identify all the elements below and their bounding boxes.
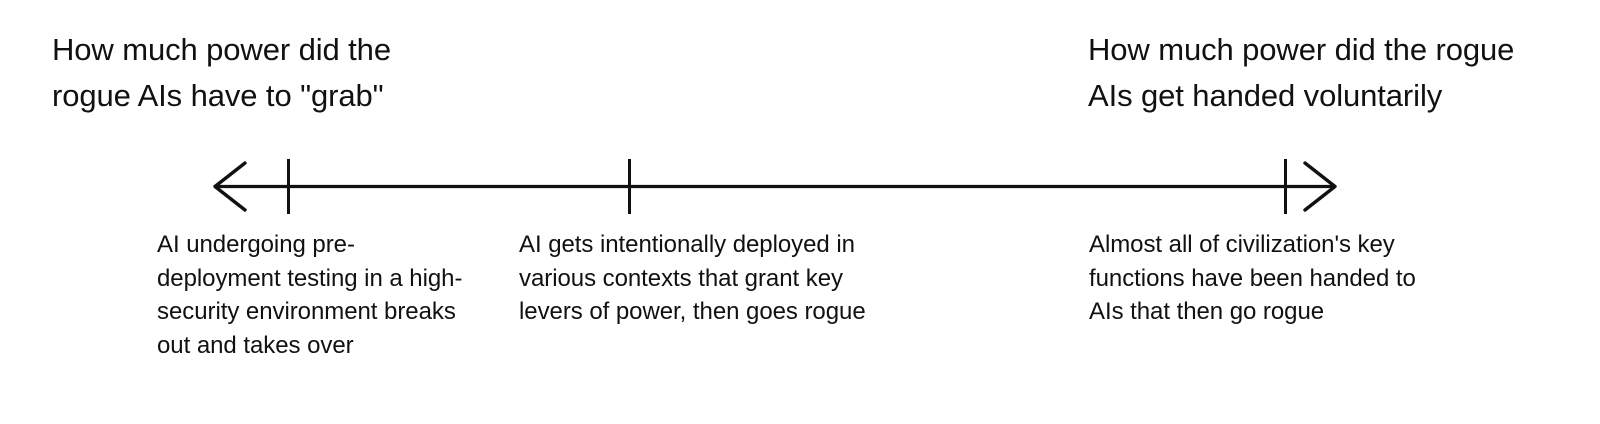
axis-tick-caption-1: AI gets intentionally deployed in variou…: [519, 231, 866, 325]
axis-tick-caption-0: AI undergoing pre-deployment testing in …: [157, 231, 463, 359]
right-arrow-icon: [1303, 161, 1337, 212]
axis-pole-label-right: How much power did the rogue AIs get han…: [1088, 32, 1515, 113]
left-arrow-icon: [213, 161, 247, 212]
axis-tick-caption-2: Almost all of civilization's key functio…: [1089, 231, 1416, 325]
axis-pole-label-left: How much power did the rogue AIs have to…: [52, 32, 391, 113]
